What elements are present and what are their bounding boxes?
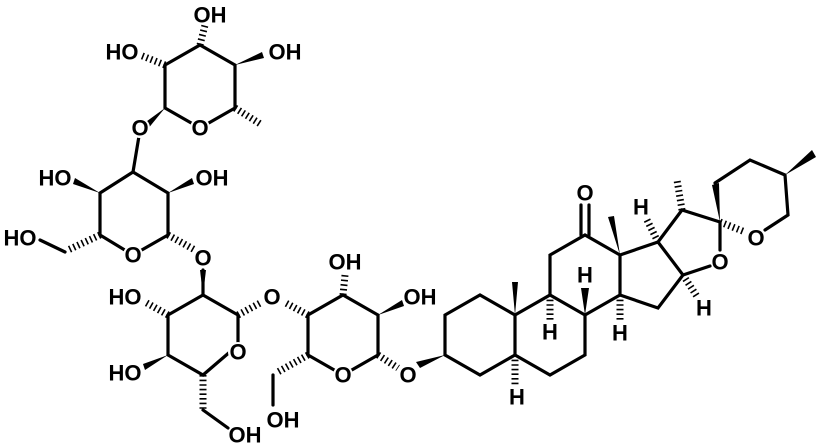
label-glycosidic-oxygen: O <box>399 363 416 388</box>
label-oh: OH <box>194 3 227 28</box>
atom-labels: OH HO OH O O HO OH HO O O HO HO O OH O O… <box>4 3 765 448</box>
label-ring-oxygen: O <box>229 340 246 365</box>
label-ketone-oxygen: O <box>576 181 593 206</box>
label-oh: OH <box>229 423 262 448</box>
label-hydrogen: H <box>577 263 593 288</box>
label-glycosidic-oxygen: O <box>131 116 148 141</box>
label-glycosidic-oxygen: O <box>263 285 280 310</box>
label-ho: HO <box>106 40 139 65</box>
label-oh: OH <box>196 166 229 191</box>
label-ho: HO <box>4 226 37 251</box>
label-hydrogen: H <box>633 195 649 220</box>
label-hydrogen: H <box>509 385 525 410</box>
label-ring-oxygen: O <box>747 226 764 251</box>
label-glycosidic-oxygen: O <box>194 246 211 271</box>
label-hydrogen: H <box>612 321 628 346</box>
label-ring-oxygen: O <box>711 250 728 275</box>
label-hydrogen: H <box>696 296 712 321</box>
label-oh: OH <box>329 250 362 275</box>
label-oh: OH <box>269 40 302 65</box>
label-ho: HO <box>109 361 142 386</box>
label-oh: OH <box>404 285 437 310</box>
label-ring-oxygen: O <box>124 243 141 268</box>
label-oh: OH <box>267 408 300 433</box>
bonds <box>38 24 816 430</box>
label-ring-oxygen: O <box>334 363 351 388</box>
label-hydrogen: H <box>542 320 558 345</box>
label-ho: HO <box>39 166 72 191</box>
label-ho: HO <box>109 285 142 310</box>
label-ring-oxygen: O <box>191 116 208 141</box>
